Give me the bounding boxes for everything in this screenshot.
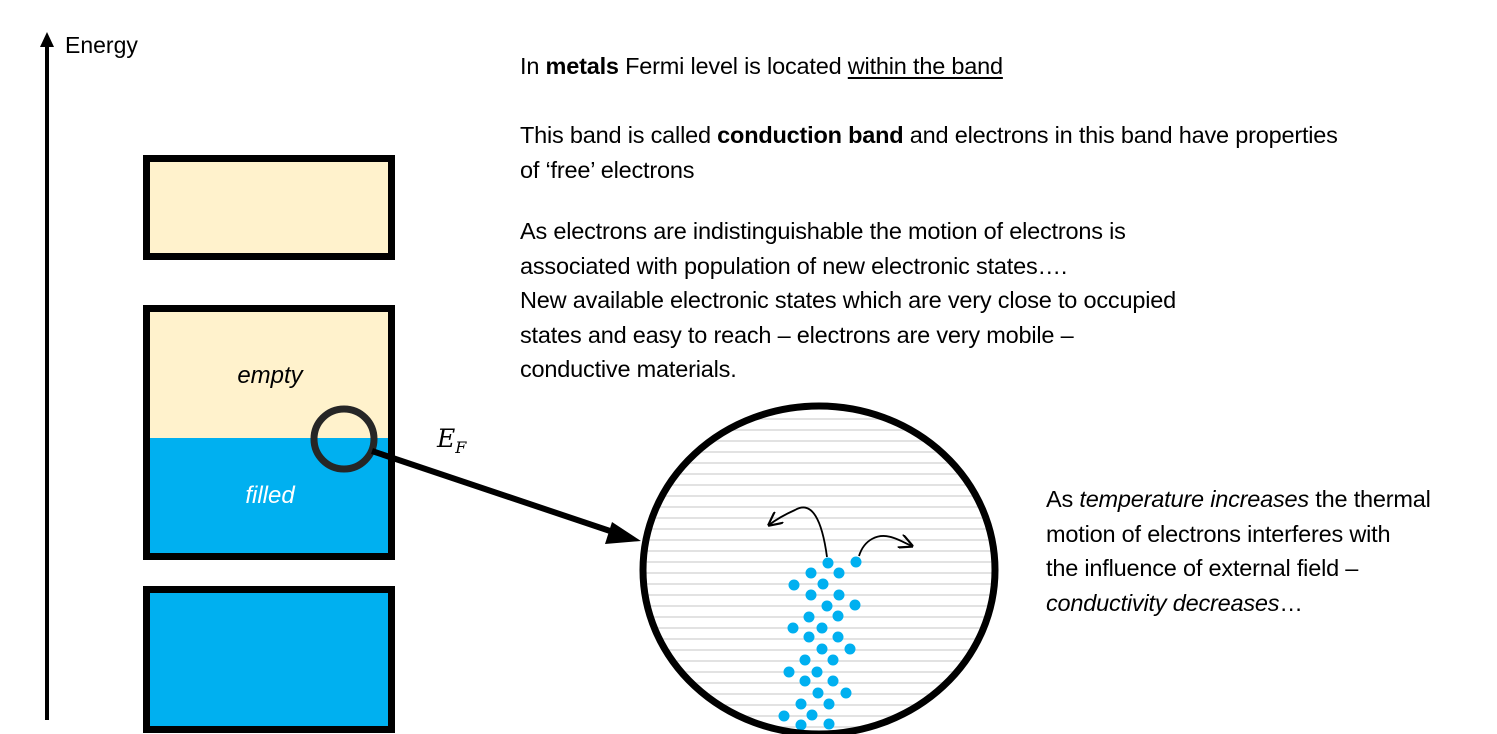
empty-label: empty <box>237 362 303 389</box>
up-arrow-icon <box>40 32 54 47</box>
zoomed-view <box>639 402 999 734</box>
paragraph-electron-states: As electrons are indistinguishable the m… <box>520 218 1176 382</box>
paragraph-conduction-band: This band is called conduction band and … <box>520 122 1338 183</box>
motion-arrow-left-icon <box>769 506 828 558</box>
conduction-band <box>143 305 395 560</box>
magnifier-ring <box>310 405 378 473</box>
pointer-arrow <box>371 448 641 544</box>
energy-axis <box>40 32 54 720</box>
electrons <box>778 556 862 731</box>
bottom-band-filled <box>143 586 395 733</box>
fermi-level-label: EF <box>437 424 467 457</box>
energy-axis-label: Energy <box>65 32 138 58</box>
filled-label: filled <box>245 482 295 509</box>
motion-arrow-right-icon <box>858 536 912 557</box>
top-band-empty <box>143 155 395 260</box>
paragraph-temperature: As temperature increases the thermal mot… <box>1046 486 1431 616</box>
paragraph-metals: In metals Fermi level is located within … <box>520 53 1003 79</box>
